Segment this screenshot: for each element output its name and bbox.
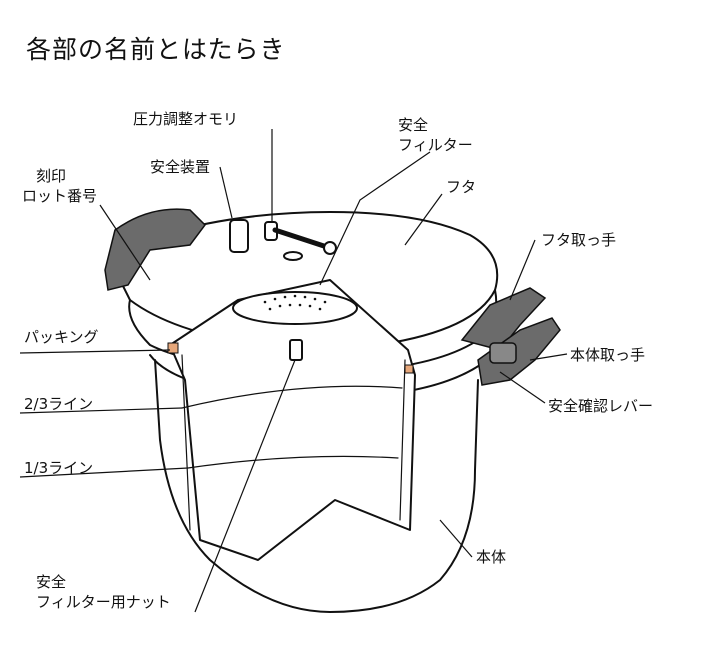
label-safety-lever: 安全確認レバー [548, 397, 654, 415]
label-lid: フタ [446, 178, 477, 196]
cooker-body [154, 359, 479, 613]
label-safety-filter-line2: フィルター [398, 136, 473, 154]
page-title: 各部の名前とはたらき [26, 35, 286, 64]
filter-nut [289, 339, 303, 361]
label-body: 本体 [476, 548, 507, 566]
gasket-left [167, 342, 179, 354]
label-stamp-line1: 刻印 [36, 167, 67, 185]
lid-handle-left [104, 208, 206, 291]
label-body-handle: 本体取っ手 [570, 346, 646, 364]
body-handle-right [477, 317, 561, 386]
label-filter-nut-line1: 安全 [36, 573, 67, 591]
label-safety-filter-line1: 安全 [398, 116, 429, 134]
label-packing: パッキング [24, 328, 99, 346]
label-lid-handle: フタ取っ手 [541, 231, 617, 249]
label-filter-nut-line2: フィルター用ナット [36, 593, 171, 611]
cutaway [169, 279, 416, 561]
label-pressure-weight: 圧力調整オモリ [133, 110, 239, 128]
line-one-third [187, 455, 399, 469]
safety-valve [229, 219, 249, 253]
gasket-right [404, 364, 414, 374]
line-two-thirds [181, 385, 403, 409]
label-two-thirds: 2/3ライン [24, 395, 94, 413]
label-one-third: 1/3ライン [24, 459, 94, 477]
label-safety-device: 安全装置 [150, 158, 211, 176]
pressure-weight [272, 227, 333, 251]
label-stamp-line2: ロット番号 [22, 187, 98, 205]
safety-filter [232, 291, 358, 325]
